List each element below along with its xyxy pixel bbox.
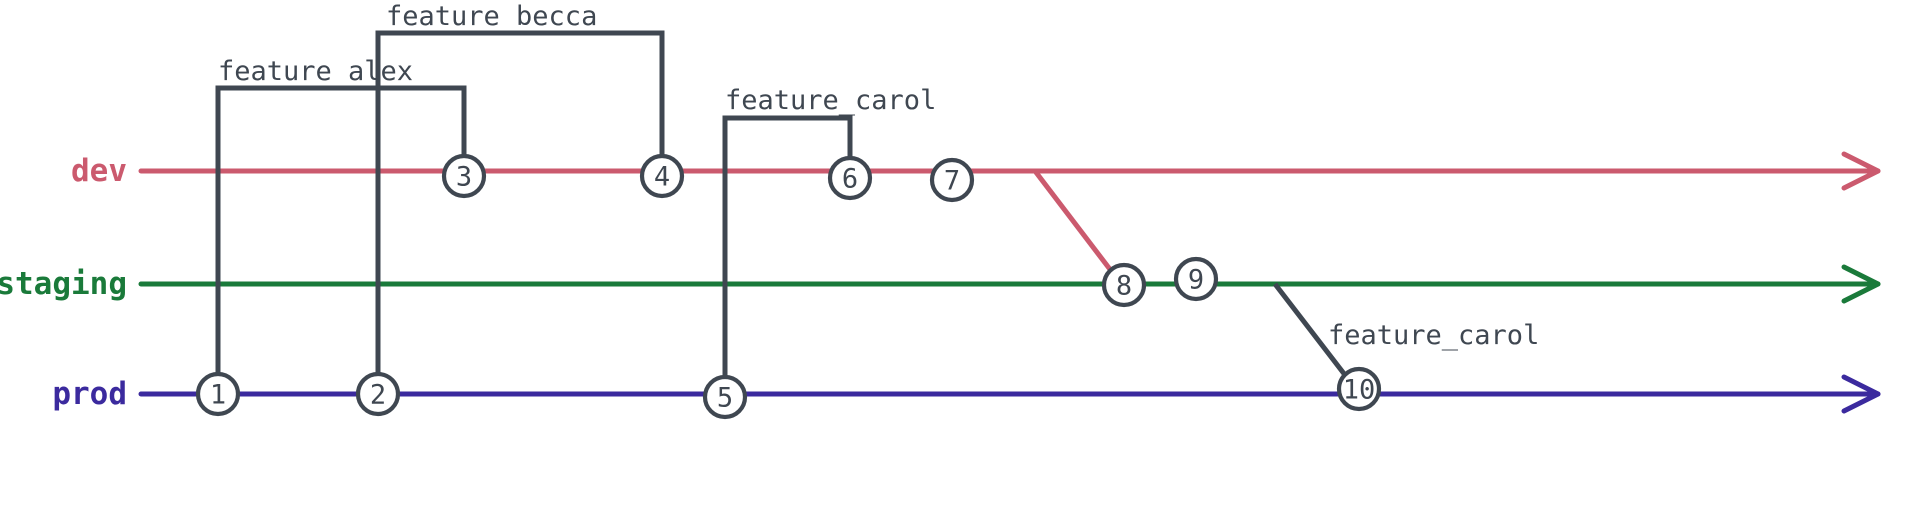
commit-label-5: 5 (717, 383, 733, 414)
commit-node-9[interactable]: 9 (1173, 256, 1219, 302)
commit-label-8: 8 (1116, 271, 1132, 302)
commit-label-9: 9 (1188, 265, 1204, 296)
arrow-heads-group (1839, 151, 1881, 414)
commit-node-8[interactable]: 8 (1101, 262, 1147, 308)
commit-label-7: 7 (944, 166, 960, 197)
commit-node-1[interactable]: 1 (195, 371, 241, 417)
commit-circle-9 (1173, 256, 1219, 302)
commit-label-10: 10 (1343, 375, 1376, 406)
branch-lines-group (215, 30, 1347, 397)
lane-label-staging: staging (0, 266, 127, 302)
branch-path-feature_carol-2 (722, 115, 853, 397)
commit-circle-4 (639, 153, 685, 199)
branch-label-feature_carol-2: feature_carol (725, 85, 936, 116)
commit-label-6: 6 (842, 164, 858, 195)
commit-circle-10 (1336, 366, 1382, 412)
branch-label-feature_alex-0: feature_alex (218, 56, 413, 87)
branch-label-feature_becca-1: feature_becca (386, 1, 597, 32)
lane-labels-group: dev staging prod (0, 153, 127, 412)
commit-node-6[interactable]: 6 (827, 155, 873, 201)
branch-labels-group: feature_alexfeature_beccafeature_carolfe… (218, 1, 1539, 351)
commit-circle-3 (441, 153, 487, 199)
merge-path-dev-to-staging-merge (1033, 169, 1114, 274)
merge-lines-group (1033, 169, 1114, 274)
lane-label-dev: dev (71, 153, 127, 189)
commit-node-7[interactable]: 7 (929, 157, 975, 203)
commit-label-3: 3 (456, 162, 472, 193)
branch-path-feature_alex-0 (215, 85, 467, 394)
commit-nodes-group: 1 2 3 4 5 6 7 8 9 10 (195, 153, 1382, 420)
commit-label-4: 4 (654, 162, 670, 193)
lane-label-prod: prod (52, 376, 127, 412)
commit-label-1: 1 (210, 380, 226, 411)
branch-path-feature_becca-1 (375, 30, 665, 394)
commit-node-10[interactable]: 10 (1336, 366, 1382, 412)
commit-circle-5 (702, 374, 748, 420)
commit-circle-8 (1101, 262, 1147, 308)
commit-circle-2 (355, 371, 401, 417)
commit-node-2[interactable]: 2 (355, 371, 401, 417)
branch-label-feature_carol-3: feature_carol (1328, 320, 1539, 351)
branch-path-feature_carol-3 (1273, 282, 1347, 377)
lane-lines-group (138, 168, 1847, 397)
commit-node-3[interactable]: 3 (441, 153, 487, 199)
commit-node-4[interactable]: 4 (639, 153, 685, 199)
commit-label-2: 2 (370, 380, 386, 411)
commit-circle-7 (929, 157, 975, 203)
commit-circle-1 (195, 371, 241, 417)
commit-node-5[interactable]: 5 (702, 374, 748, 420)
commit-circle-6 (827, 155, 873, 201)
